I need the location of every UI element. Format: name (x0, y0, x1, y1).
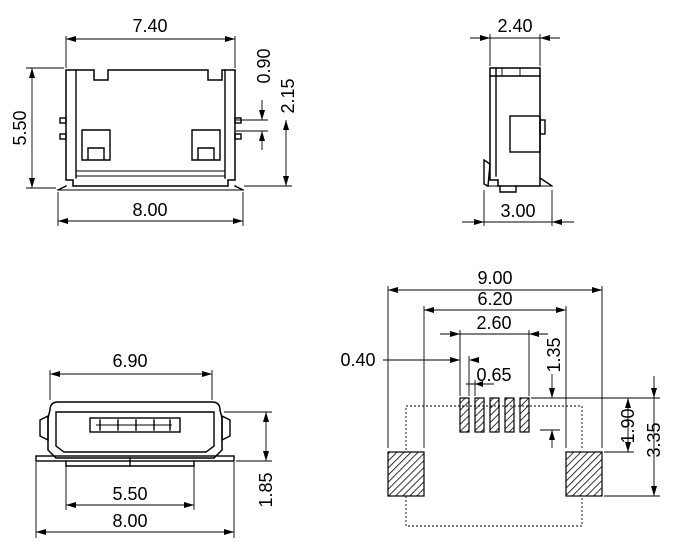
dim-side-bottom-width: 3.00 (500, 201, 535, 221)
right-latch-window (191, 129, 221, 161)
dim-0-90: 0.90 (254, 48, 274, 83)
dim-footprint-pin-pitch: 0.65 (476, 365, 511, 385)
side-view: 2.40 3.00 (462, 16, 574, 226)
right-mounting-pad (565, 451, 603, 497)
signal-pin (459, 397, 470, 433)
top-view-body (65, 69, 236, 187)
dim-footprint-3-35: 3.35 (644, 422, 664, 457)
dim-side-width: 2.40 (497, 16, 532, 36)
pcb-footprint-view: 9.00 6.20 2.60 0.40 0.65 1.35 (340, 268, 664, 527)
dim-front-height: 1.85 (256, 472, 276, 507)
dim-footprint-1-35: 1.35 (544, 337, 564, 372)
signal-pin (489, 397, 500, 433)
dim-footprint-pin-width: 0.40 (340, 350, 375, 370)
signal-pin (504, 397, 515, 433)
dim-footprint-1-90: 1.90 (618, 408, 638, 443)
dim-2-15: 2.15 (278, 78, 298, 113)
signal-pin (519, 397, 530, 433)
dim-top-width: 7.40 (132, 16, 167, 36)
side-view-body (489, 67, 541, 187)
left-mounting-pad (387, 451, 425, 497)
signal-pin (474, 397, 485, 433)
dim-top-height: 5.50 (10, 110, 30, 145)
dim-footprint-overall: 9.00 (477, 268, 512, 288)
dim-front-bottom-width: 8.00 (112, 511, 147, 531)
front-view-outer-shell (47, 401, 223, 459)
dim-front-top-width: 6.90 (112, 351, 147, 371)
dim-footprint-pads-outer: 6.20 (477, 289, 512, 309)
dim-top-bottom-width: 8.00 (132, 200, 167, 220)
left-latch-window (81, 129, 111, 161)
dim-footprint-pin-span: 2.60 (476, 313, 511, 333)
dim-front-mid-width: 5.50 (112, 484, 147, 504)
front-view: 6.90 5.50 8.00 1.85 (35, 351, 276, 538)
top-view: 7.40 5.50 0.90 2.15 8.00 (10, 16, 298, 226)
